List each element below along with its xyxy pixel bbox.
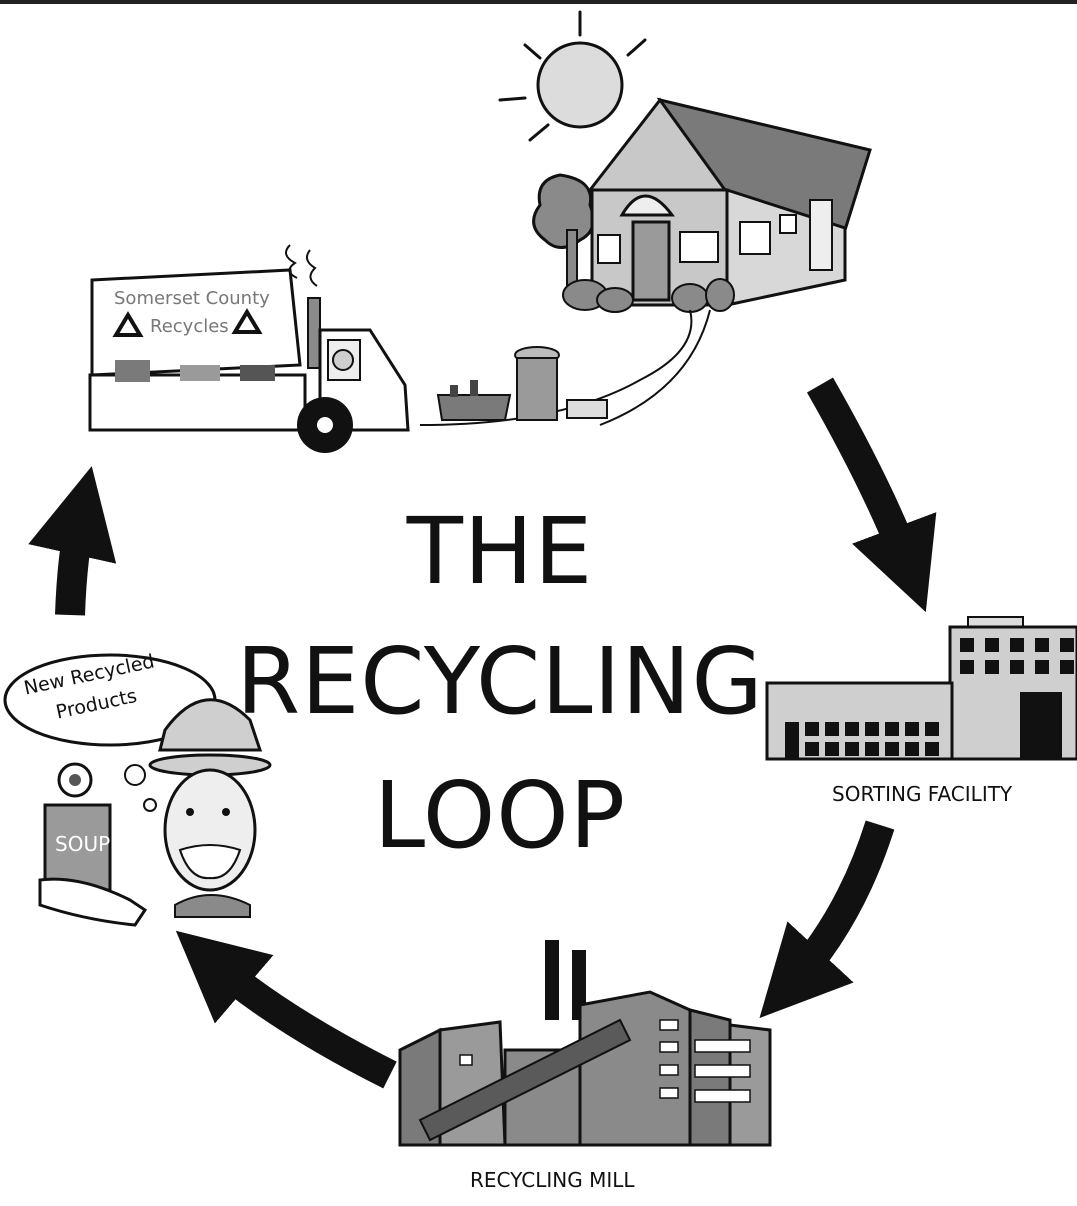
arrow-person-to-truck <box>28 466 117 616</box>
arrow-house-to-sorting <box>806 377 937 613</box>
tree-icon <box>532 173 595 286</box>
recycling-mill-building <box>398 940 772 1147</box>
title-line-3: LOOP <box>373 762 627 869</box>
arrow-sorting-to-mill <box>759 820 895 1019</box>
trash-can-icon <box>514 346 560 421</box>
title-line-2: RECYCLING <box>236 628 764 735</box>
recycling-truck <box>88 244 410 453</box>
recycling-mill-label: RECYCLING MILL <box>470 1168 635 1192</box>
person-with-product <box>3 653 272 927</box>
newspaper-stack-icon <box>566 399 608 419</box>
loop-arrows <box>28 377 937 1089</box>
sun-icon <box>498 10 647 142</box>
truck-sign-line-2: Recycles <box>150 316 229 337</box>
recycle-icon-left <box>112 311 144 337</box>
sorting-facility-building <box>765 616 1077 761</box>
sorting-facility-label: SORTING FACILITY <box>832 782 1013 806</box>
top-border <box>0 0 1077 4</box>
house-scene <box>419 10 872 426</box>
recycling-bin-icon <box>436 380 512 421</box>
soup-can-label: SOUP <box>55 832 111 856</box>
recycle-icon-right <box>231 308 263 334</box>
title-line-1: THE <box>406 498 594 605</box>
arrow-mill-to-person <box>175 930 397 1089</box>
house-icon <box>562 97 872 313</box>
truck-sign-line-1: Somerset County <box>114 288 270 309</box>
